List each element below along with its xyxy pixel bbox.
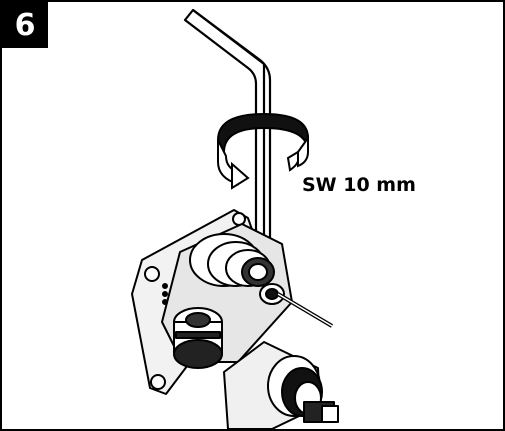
- valve-body-icon: [131, 209, 339, 429]
- rotate-arrow-icon: [216, 112, 309, 190]
- step-number-badge: 6: [2, 2, 48, 48]
- wrench-size-label: SW 10 mm: [302, 174, 416, 196]
- step-number: 6: [14, 7, 36, 43]
